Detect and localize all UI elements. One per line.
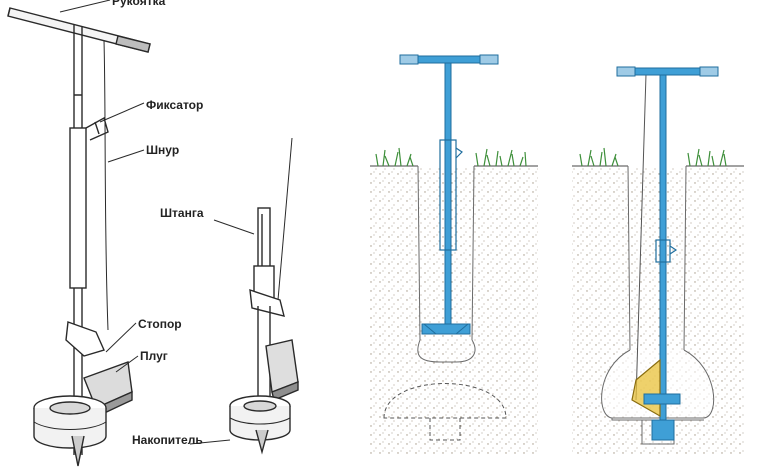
label-plough: Плуг <box>140 349 168 363</box>
label-collector: Накопитель <box>132 433 203 447</box>
scene-straight-hole <box>370 54 538 456</box>
short-cord <box>277 137 293 301</box>
tall-cord <box>103 39 109 331</box>
scene-chamber <box>572 66 744 456</box>
tall-collector <box>33 395 107 449</box>
short-rod <box>257 207 271 271</box>
grass-2 <box>579 147 727 167</box>
tall-leader-lines <box>59 0 145 373</box>
label-cord: Шнур <box>146 143 180 157</box>
handle-crossbar <box>7 7 151 53</box>
grass-1 <box>375 147 527 167</box>
short-leader-lines <box>189 219 255 445</box>
label-lock: Фиксатор <box>146 98 204 112</box>
short-collector <box>229 395 291 441</box>
soil-area-1 <box>370 166 538 456</box>
label-rod: Штанга <box>160 206 204 220</box>
future-chamber-1 <box>383 383 507 419</box>
label-stopper: Стопор <box>138 317 182 331</box>
tall-drill-drawing <box>7 7 151 467</box>
short-drill-drawing <box>229 137 299 455</box>
tall-sleeve <box>69 127 87 289</box>
blue-drill-1 <box>399 54 499 335</box>
blue-drill-2 <box>616 66 719 441</box>
label-handle: Рукоятка <box>112 0 166 8</box>
tall-stopper <box>65 321 105 357</box>
